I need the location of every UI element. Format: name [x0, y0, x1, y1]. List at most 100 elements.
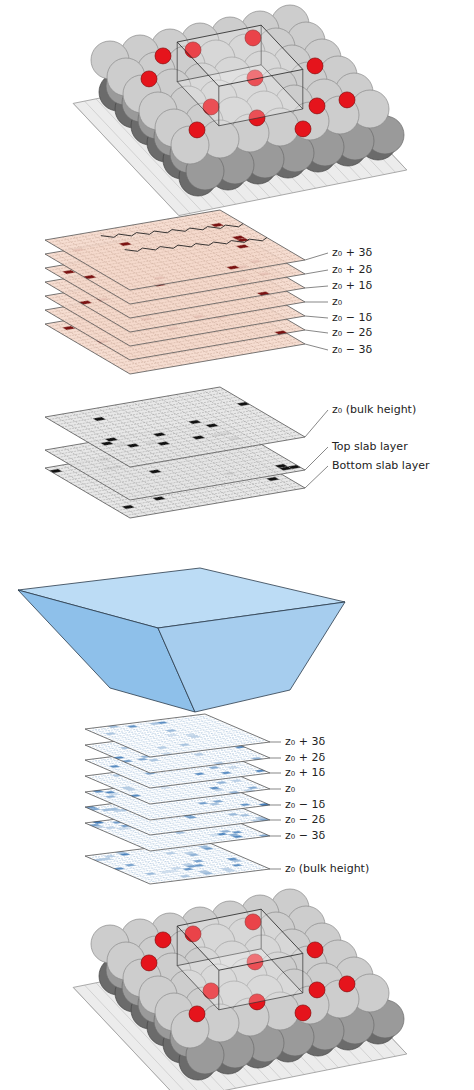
grid-line [142, 755, 262, 770]
grid-line [175, 718, 240, 746]
layer-label: z₀ − 3δ [285, 829, 325, 843]
adsorbate-atom [307, 942, 323, 958]
grid-line [109, 725, 229, 740]
plane-face [85, 714, 270, 757]
grid-line [106, 230, 191, 280]
network-side [158, 602, 345, 712]
layer-label: z₀ [332, 295, 342, 309]
layer-label: z₀ + 2δ [285, 751, 325, 765]
grid-line [117, 253, 292, 283]
grid-line [134, 862, 254, 877]
adsorbate-atom [155, 932, 171, 948]
adsorbate-atom [309, 98, 325, 114]
grid-line [138, 864, 258, 879]
grid-line [142, 739, 262, 754]
grid-line [146, 803, 266, 818]
layer-label: z₀ − 1δ [332, 311, 372, 325]
leader-line [270, 836, 281, 837]
grid-line [146, 756, 266, 771]
layer-label: z₀ (bulk height) [332, 403, 416, 417]
grid-line [63, 237, 148, 287]
grid-line [126, 258, 301, 288]
leader-line [305, 447, 328, 470]
layer-label: z₀ + 3δ [332, 246, 372, 260]
grid-line [168, 719, 233, 747]
grid-line [71, 402, 246, 432]
grid-line [190, 716, 255, 744]
adsorbate-atom [309, 982, 325, 998]
atom-slab [73, 889, 407, 1090]
leader-line [305, 466, 328, 488]
plane-edge [45, 210, 305, 290]
grid-line [122, 730, 242, 745]
adsorbate-atom [295, 1005, 311, 1021]
grid-line [126, 859, 246, 874]
grid-line [153, 721, 218, 749]
adsorbate-atom [339, 92, 355, 108]
layer-label: z₀ [285, 782, 295, 796]
cell-box-edge [218, 86, 219, 126]
grid-line [190, 843, 255, 871]
cell-box-edge [177, 926, 178, 966]
grid-line [203, 390, 288, 440]
adsorbate-atom [295, 121, 311, 137]
cell-box-edge [177, 42, 178, 82]
cell-box [177, 909, 303, 970]
grid-line [122, 465, 297, 495]
grid-line [146, 771, 266, 786]
grid-line [89, 410, 174, 460]
grid-line [98, 408, 183, 458]
grid-line [98, 231, 183, 281]
grid-line [198, 715, 263, 743]
zigzag-boundary [125, 238, 267, 252]
plane-edge [85, 714, 270, 757]
grid-line [117, 430, 292, 460]
grid-line [211, 212, 296, 262]
layer-label: z₀ − 3δ [332, 343, 372, 357]
grid-line [126, 732, 246, 747]
adsorbate-atom [189, 122, 205, 138]
grid-line [198, 842, 263, 870]
grid-plane [45, 210, 305, 290]
grid-line [101, 848, 221, 863]
leader-line [270, 758, 281, 759]
cell-box-edge [302, 69, 303, 109]
layer-label: Bottom slab layer [332, 459, 429, 473]
adsorbate-atom [307, 58, 323, 74]
adsorbate-atom [141, 71, 157, 87]
leader-line [305, 286, 328, 288]
layer-label: Top slab layer [332, 440, 408, 454]
grid-plane [85, 714, 270, 757]
grid-line [109, 852, 229, 867]
grid-line [89, 233, 174, 283]
grid-line [96, 240, 271, 270]
atom-slab [73, 5, 407, 216]
grid-line [118, 855, 238, 870]
grid-line [96, 417, 271, 447]
leader-line [305, 344, 328, 350]
layer-label: z₀ + 2δ [332, 263, 372, 277]
grid-line [146, 787, 266, 802]
grid-line [122, 432, 297, 462]
grid-line [71, 225, 246, 255]
grid-line [105, 245, 280, 275]
grid-line [130, 733, 250, 748]
grid-line [146, 818, 266, 833]
leader-line [305, 270, 328, 274]
grid-line [138, 737, 258, 752]
leader-line [270, 869, 281, 870]
layer-label: z₀ − 2δ [332, 326, 372, 340]
grid-line [134, 735, 254, 750]
plane-face [45, 210, 305, 290]
grid-line [142, 786, 262, 801]
grid-line [105, 422, 280, 452]
layer-label: z₀ + 1δ [285, 766, 325, 780]
cell-box-edge [218, 970, 219, 1010]
grid-line [203, 213, 288, 263]
adsorbate-atom [155, 48, 171, 64]
grid-line [122, 255, 297, 285]
grid-line [142, 866, 262, 881]
grid-line [175, 845, 240, 873]
zigzag-boundary [101, 224, 243, 238]
